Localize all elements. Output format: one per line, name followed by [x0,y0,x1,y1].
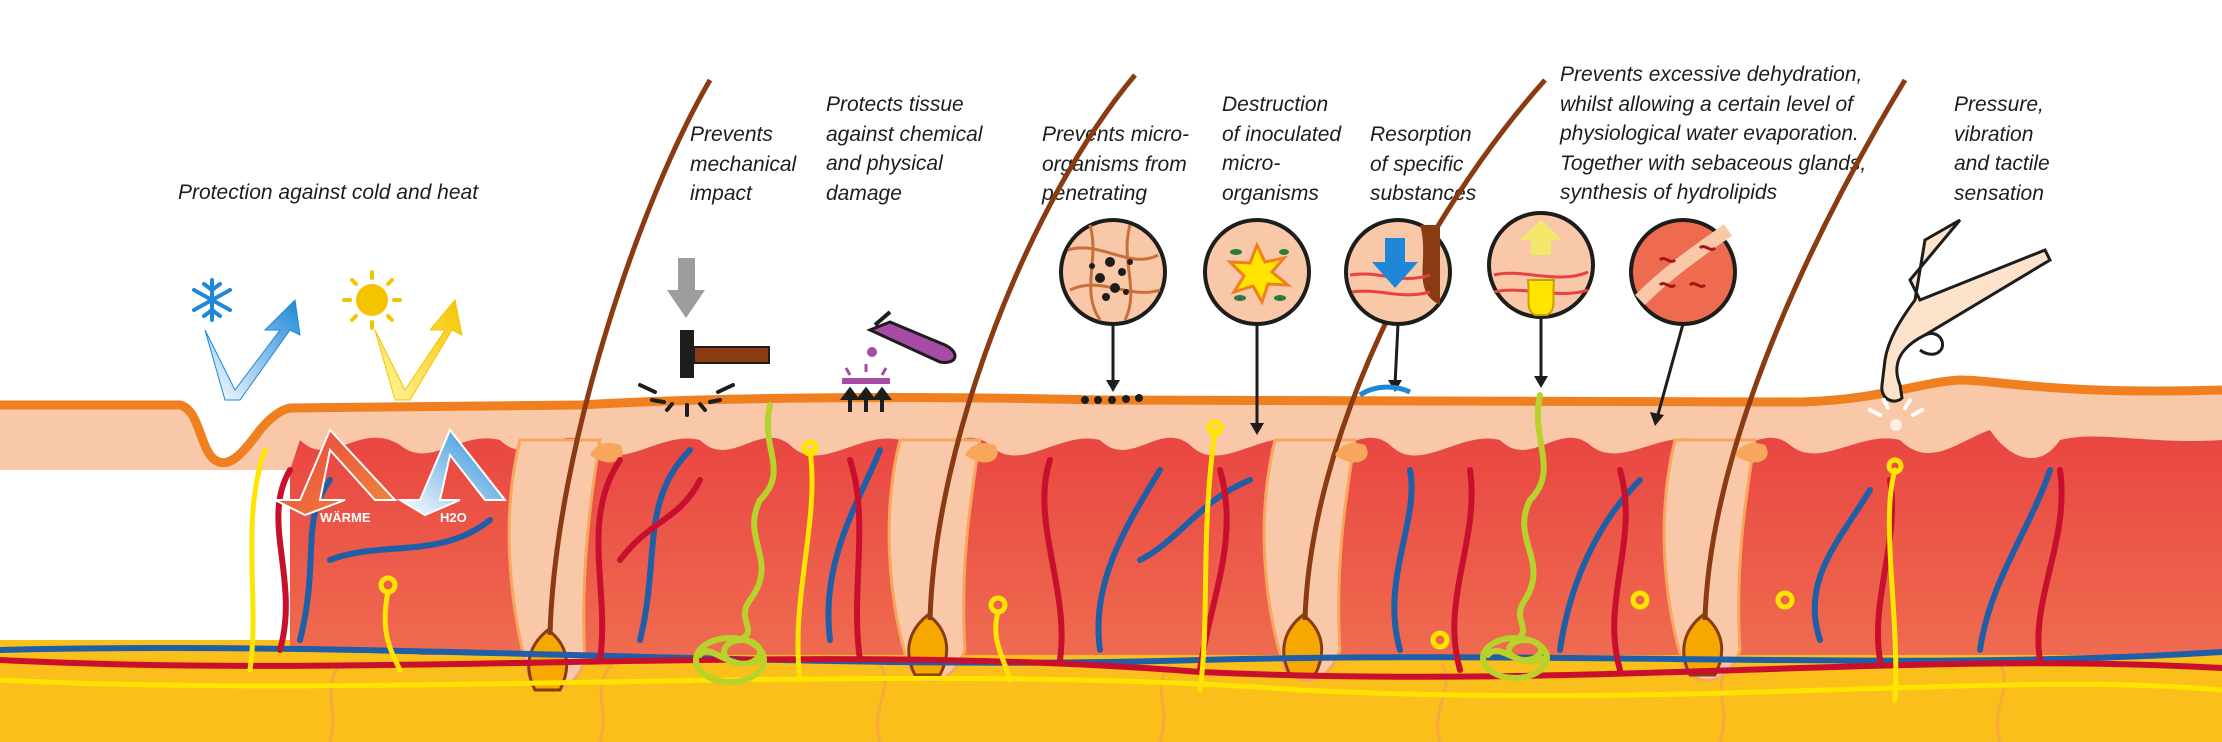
test-tube-icon [840,310,957,412]
snowflake-icon [192,278,232,322]
immune-burst-icon [1203,218,1311,435]
caption-dehydration: Prevents excessive dehydration, whilst a… [1560,63,1867,204]
resorption-icon [1344,218,1452,398]
cutaway-edge [0,460,290,640]
hair-follicle [1262,78,1547,682]
hair-follicle [1662,78,1908,682]
h2o-label: H2O [440,510,467,525]
sweat-gland [1480,392,1550,681]
caption-chemical: Protects tissue against chemical and phy… [826,93,983,205]
microorganism-mesh-icon [1059,218,1167,404]
warme-label: WÄRME [320,510,371,525]
caption-mechanical: Prevents mechanical impact [690,123,797,205]
fat-lobules [328,663,2006,742]
nerves [0,419,2222,703]
sweat-glands [693,392,1550,685]
hammer-icon [638,258,770,417]
caption-temperature: Protection against cold and heat [178,181,479,204]
hydrolipid-icon [1629,218,1737,426]
cold-arrow [204,298,301,401]
sun-icon [342,270,402,330]
heat-arrow [374,298,463,401]
pressing-finger-icon [1868,218,2052,431]
evaporation-icon [1487,211,1595,388]
caption-sensation: Pressure, vibration and tactile sensatio… [1954,93,2050,205]
h2o-arrow: H2O [396,428,508,525]
caption-destruction: Destruction of inoculated micro- organis… [1222,93,1342,205]
caption-resorption: Resorption of specific substances [1370,123,1477,205]
caption-microorganisms: Prevents micro- organisms from penetrati… [1042,123,1190,205]
warme-arrow: WÄRME [274,428,398,525]
sweat-gland [693,402,777,685]
